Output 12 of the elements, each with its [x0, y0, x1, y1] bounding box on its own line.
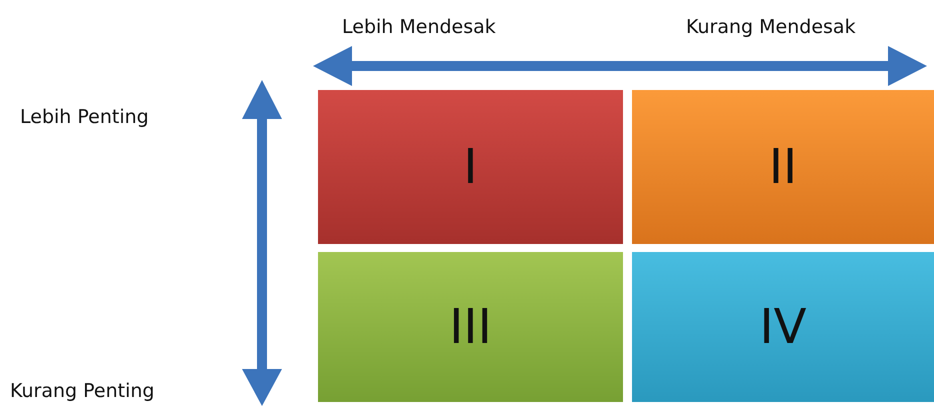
quadrant-numeral: IV: [760, 299, 806, 355]
quadrant-box: [318, 252, 623, 402]
quadrant-box: [632, 90, 934, 244]
axis-label: Lebih Mendesak: [342, 16, 496, 38]
quadrant-numeral: II: [768, 139, 798, 195]
axis-label: Kurang Mendesak: [686, 16, 856, 38]
quadrant-numeral: I: [463, 139, 478, 195]
quadrant-box: [318, 90, 623, 244]
axis-label: Kurang Penting: [10, 380, 154, 402]
quadrant-box: [632, 252, 934, 402]
axis-label: Lebih Penting: [20, 106, 149, 128]
quadrant-numeral: III: [449, 299, 492, 355]
